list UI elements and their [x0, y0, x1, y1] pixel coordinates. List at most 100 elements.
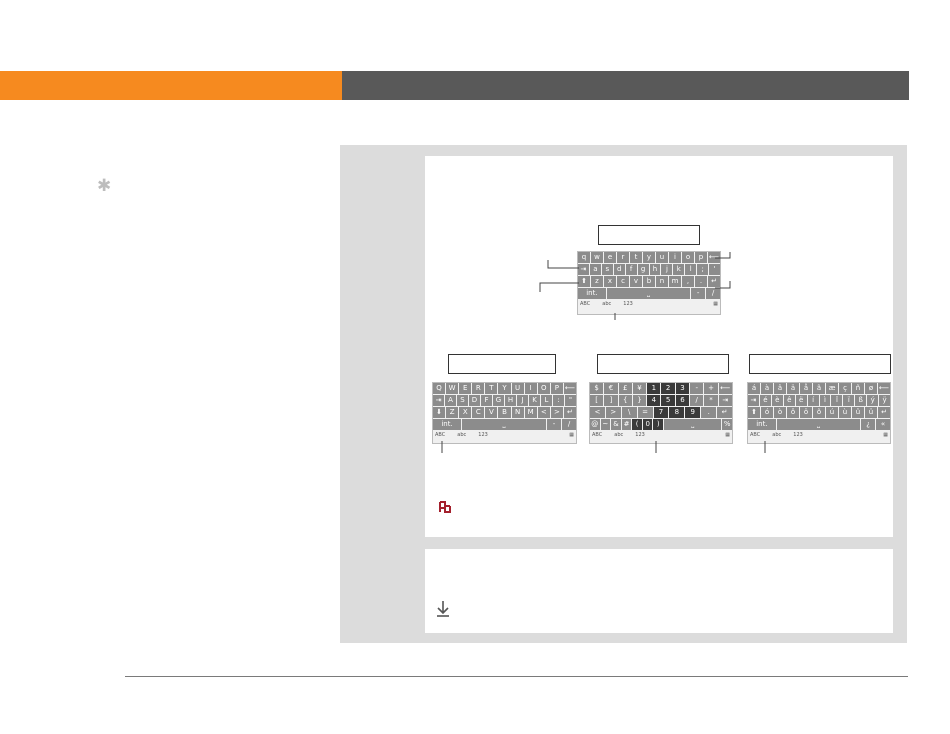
keyboard-icon[interactable]: ▦: [725, 432, 730, 438]
key[interactable]: ÿ: [879, 395, 891, 406]
key[interactable]: H: [505, 395, 516, 406]
key[interactable]: ;: [697, 264, 709, 275]
key[interactable]: é: [759, 395, 771, 406]
key[interactable]: q: [578, 252, 590, 263]
key[interactable]: ~: [600, 419, 611, 430]
key[interactable]: m: [669, 276, 681, 287]
key[interactable]: @: [590, 419, 600, 430]
key[interactable]: =: [637, 407, 653, 418]
keyboard-icon[interactable]: ▦: [713, 301, 718, 307]
key[interactable]: ⬇: [433, 407, 446, 418]
key[interactable]: ⎵: [606, 288, 691, 299]
key[interactable]: ø: [865, 383, 877, 394]
keyboard-tab[interactable]: 123: [623, 301, 633, 307]
key[interactable]: a: [589, 264, 601, 275]
key[interactable]: â: [774, 383, 786, 394]
key[interactable]: €: [604, 383, 618, 394]
key[interactable]: s: [601, 264, 613, 275]
keyboard-tab[interactable]: 123: [635, 432, 645, 438]
key[interactable]: K: [529, 395, 540, 406]
key[interactable]: è: [771, 395, 783, 406]
key[interactable]: L: [541, 395, 552, 406]
keyboard-tab[interactable]: ABC: [750, 432, 761, 438]
key[interactable]: .: [695, 276, 707, 287]
key[interactable]: &: [611, 419, 621, 430]
key[interactable]: ô: [787, 407, 799, 418]
key[interactable]: ý: [867, 395, 879, 406]
key[interactable]: ↵: [563, 407, 577, 418]
key[interactable]: 1: [647, 383, 661, 394]
key[interactable]: g: [637, 264, 649, 275]
keyboard-tab[interactable]: abc: [602, 301, 612, 307]
key[interactable]: ⎵: [462, 419, 546, 430]
keyboard-tab[interactable]: abc: [457, 432, 467, 438]
key[interactable]: w: [591, 252, 603, 263]
key[interactable]: 3: [675, 383, 690, 394]
key[interactable]: ⟵: [718, 383, 732, 394]
key[interactable]: u: [656, 252, 668, 263]
key[interactable]: d: [613, 264, 625, 275]
key[interactable]: /: [562, 419, 576, 430]
key[interactable]: ä: [787, 383, 799, 394]
key[interactable]: ⇥: [433, 395, 444, 406]
key[interactable]: i: [669, 252, 681, 263]
keyboard-tab[interactable]: abc: [614, 432, 624, 438]
key[interactable]: h: [649, 264, 661, 275]
key[interactable]: ↵: [708, 276, 720, 287]
key[interactable]: 2: [661, 383, 675, 394]
key[interactable]: <: [537, 407, 550, 418]
key[interactable]: 0: [642, 419, 653, 430]
key[interactable]: *: [704, 395, 718, 406]
key[interactable]: ï: [843, 395, 855, 406]
key[interactable]: l: [685, 264, 697, 275]
key[interactable]: V: [485, 407, 498, 418]
key[interactable]: (: [632, 419, 642, 430]
key[interactable]: á: [748, 383, 760, 394]
key[interactable]: $: [590, 383, 604, 394]
keyboard-icon[interactable]: ▦: [569, 432, 574, 438]
key[interactable]: ç: [839, 383, 851, 394]
key[interactable]: ã: [813, 383, 825, 394]
keyboard-tab[interactable]: abc: [772, 432, 782, 438]
key[interactable]: ⎵: [664, 419, 722, 430]
key[interactable]: U: [511, 383, 524, 394]
key[interactable]: P: [550, 383, 563, 394]
key[interactable]: 7: [653, 407, 669, 418]
key[interactable]: ß: [855, 395, 867, 406]
key[interactable]: j: [661, 264, 673, 275]
key[interactable]: >: [605, 407, 621, 418]
key[interactable]: D: [469, 395, 480, 406]
key[interactable]: [: [590, 395, 604, 406]
key[interactable]: æ: [826, 383, 838, 394]
key[interactable]: int.: [748, 419, 776, 430]
keyboard-tab[interactable]: 123: [793, 432, 803, 438]
key[interactable]: #: [621, 419, 632, 430]
key[interactable]: ): [653, 419, 664, 430]
key[interactable]: à: [761, 383, 773, 394]
key[interactable]: int.: [578, 288, 606, 299]
key[interactable]: -: [691, 288, 706, 299]
key[interactable]: .: [701, 407, 717, 418]
key[interactable]: 6: [675, 395, 690, 406]
key[interactable]: x: [604, 276, 616, 287]
key[interactable]: v: [630, 276, 642, 287]
key[interactable]: £: [618, 383, 632, 394]
keyboard-tab[interactable]: ABC: [592, 432, 603, 438]
key[interactable]: S: [457, 395, 468, 406]
key[interactable]: ò: [774, 407, 786, 418]
key[interactable]: ü: [865, 407, 877, 418]
key[interactable]: Q: [433, 383, 446, 394]
key[interactable]: 5: [661, 395, 675, 406]
key[interactable]: ]: [604, 395, 618, 406]
key[interactable]: ': [709, 264, 721, 275]
key[interactable]: W: [446, 383, 459, 394]
key[interactable]: ⬆: [748, 407, 760, 418]
key[interactable]: f: [625, 264, 637, 275]
keyboard-tab[interactable]: ABC: [435, 432, 446, 438]
key[interactable]: X: [459, 407, 472, 418]
key[interactable]: ë: [795, 395, 807, 406]
key[interactable]: ⇥: [718, 395, 732, 406]
key[interactable]: 9: [685, 407, 701, 418]
key[interactable]: O: [537, 383, 550, 394]
key[interactable]: e: [604, 252, 616, 263]
